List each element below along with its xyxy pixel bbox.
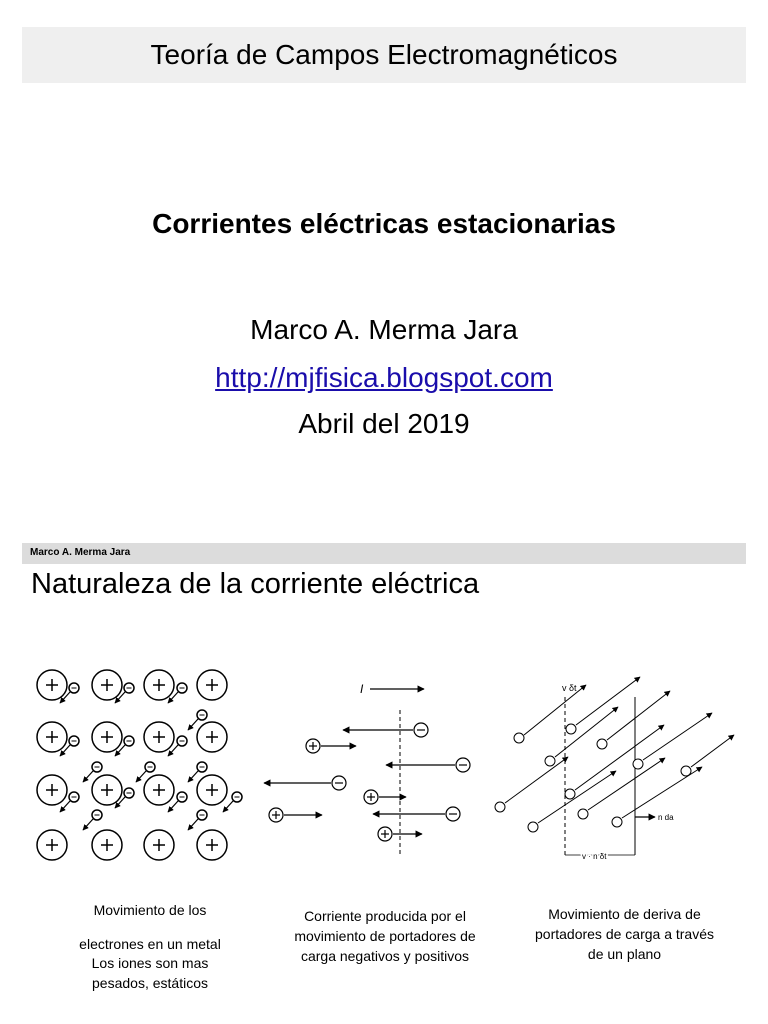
ion — [143, 669, 175, 701]
ion — [91, 669, 123, 701]
ion — [36, 829, 68, 861]
slide-title: Naturaleza de la corriente eléctrica — [31, 568, 480, 600]
slide-header: Teoría de Campos Electromagnéticos — [22, 27, 746, 83]
ion — [143, 721, 175, 753]
ion — [36, 669, 68, 701]
drift-figure: v δt n da v · n δt — [494, 676, 735, 863]
fig2-caption: Corriente producida por el movimiento de… — [294, 908, 476, 964]
fig1-caption-bottom: Los iones son mas pesados, estáticos — [60, 953, 240, 993]
ion — [196, 669, 228, 701]
ion — [196, 829, 228, 861]
ion — [91, 829, 123, 861]
ion — [91, 774, 123, 806]
vndt-label: v · n δt — [582, 852, 607, 861]
ion — [36, 721, 68, 753]
ion — [143, 774, 175, 806]
ion — [91, 721, 123, 753]
course-title: Teoría de Campos Electromagnéticos — [150, 39, 618, 70]
author-name: Marco A. Merma Jara — [250, 314, 518, 345]
ion — [36, 774, 68, 806]
ion — [196, 721, 228, 753]
ion — [196, 774, 228, 806]
metal-lattice-figure — [36, 669, 243, 861]
vdt-label: v δt — [562, 683, 577, 693]
ion — [143, 829, 175, 861]
date-text: Abril del 2019 — [298, 408, 470, 439]
slide-subtitle: Corrientes eléctricas estacionarias — [152, 208, 616, 239]
nda-label: n da — [658, 813, 674, 822]
fig1-caption-line1: Movimiento de los — [93, 902, 207, 918]
carriers-figure: I — [263, 682, 471, 855]
current-label: I — [360, 682, 364, 696]
fig3-caption: Movimiento de deriva de portadores de ca… — [535, 906, 714, 962]
author-bar: Marco A. Merma Jara — [22, 543, 746, 564]
fig1-caption-line4: pesados, estáticos — [92, 975, 208, 991]
blog-link[interactable]: http://mjfisica.blogspot.com — [215, 362, 553, 393]
fig1-caption-top: Movimiento de los electrones en un metal — [60, 893, 240, 961]
fig1-caption-line2: electrones en un metal — [79, 936, 221, 952]
author-bar-label: Marco A. Merma Jara — [30, 547, 131, 558]
fig1-caption-line3: Los iones son mas — [91, 955, 209, 971]
